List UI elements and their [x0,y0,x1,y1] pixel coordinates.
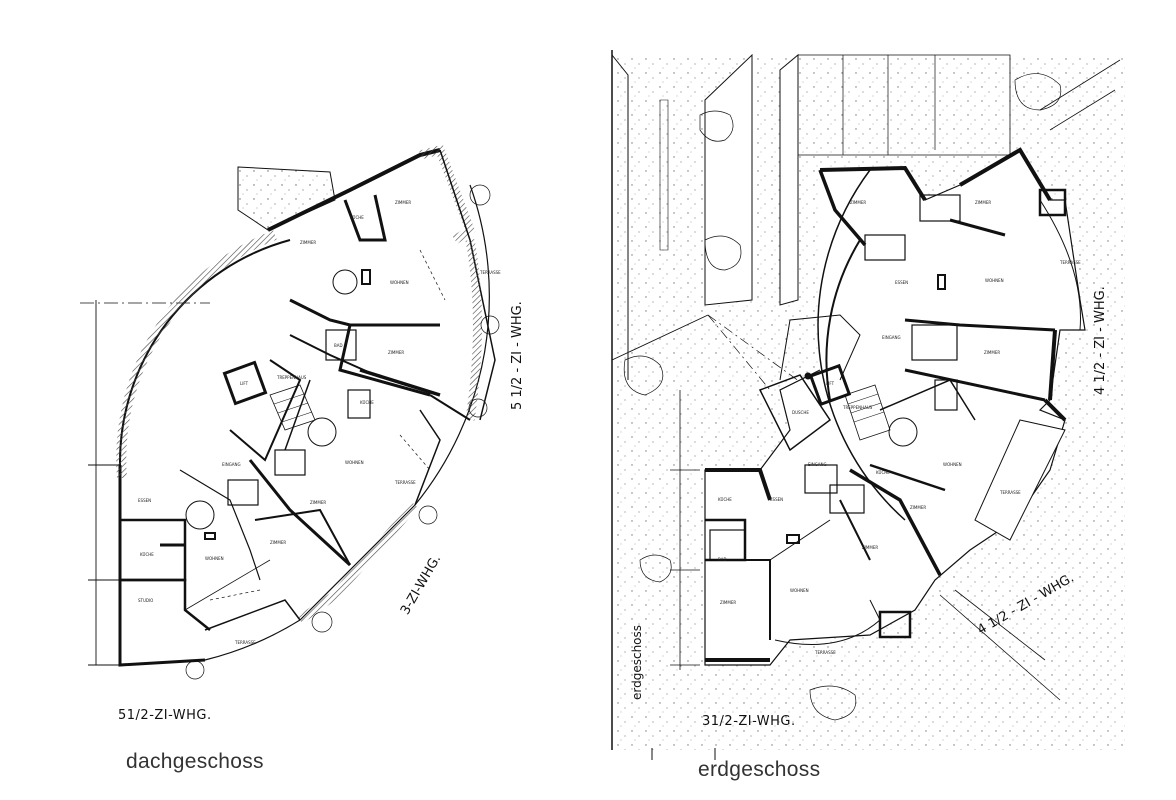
eg-side-label: erdgeschoss [630,624,644,700]
room-label: TERRASSE [395,480,416,485]
room-label: EINGANG [222,462,241,467]
room-label: ZIMMER [270,540,287,545]
room-label: DUSCHE [792,410,809,415]
room-label: LIFT [240,381,249,386]
room-label: TREPPENHAUS [843,405,873,410]
eg-3half-unit-label: 31/2-ZI-WHG. [702,714,796,729]
eg-4half-unit-label: 4 1/2 - ZI - WHG. [1093,286,1108,395]
room-label: STUDIO [138,598,154,603]
room-label: TERRASSE [815,650,836,655]
room-label: TERRASSE [235,640,256,645]
room-label: KÜCHE [360,400,374,405]
room-label: ZIMMER [300,240,317,245]
room-label: WOHNEN [985,278,1004,283]
room-label: KÜCHE [718,497,732,502]
room-label: BAD [334,343,343,348]
room-label: TERRASSE [480,270,501,275]
room-label: ESSEN [770,497,784,502]
room-label: ZIMMER [984,350,1001,355]
room-label: BAD [718,557,727,562]
room-label: ZIMMER [388,350,405,355]
room-label: ZIMMER [910,505,927,510]
room-label: EINGANG [882,335,901,340]
room-label: KÜCHE [350,215,364,220]
room-label: ESSEN [138,498,152,503]
room-label: WOHNEN [345,460,364,465]
room-label: ZIMMER [310,500,327,505]
room-label: ZIMMER [720,600,737,605]
room-label: TREPPENHAUS [277,375,307,380]
dg-5half-bottom-label: 51/2-ZI-WHG. [118,708,212,723]
caption-dachgeschoss: dachgeschoss [126,750,264,773]
room-label: TERRASSE [1060,260,1081,265]
caption-erdgeschoss: erdgeschoss [698,758,821,781]
room-label: LIFT [826,381,835,386]
room-label: ESSEN [895,280,909,285]
room-label: WOHNEN [943,462,962,467]
room-label: ZIMMER [850,200,867,205]
room-label: EINGANG [808,462,827,467]
room-label: WOHNEN [390,280,409,285]
erdgeschoss-plan [611,50,1125,760]
dg-5half-unit-label: 5 1/2 - ZI - WHG. [510,301,525,410]
room-label: KÜCHE [140,552,154,557]
room-label: WOHNEN [205,556,224,561]
room-label: ZIMMER [975,200,992,205]
room-label: WOHNEN [790,588,809,593]
room-label: TERRASSE [1000,490,1021,495]
room-label: ZIMMER [395,200,412,205]
room-label: KÜCHE [876,470,890,475]
room-label: ZIMMER [862,545,879,550]
dachgeschoss-plan [80,144,500,680]
